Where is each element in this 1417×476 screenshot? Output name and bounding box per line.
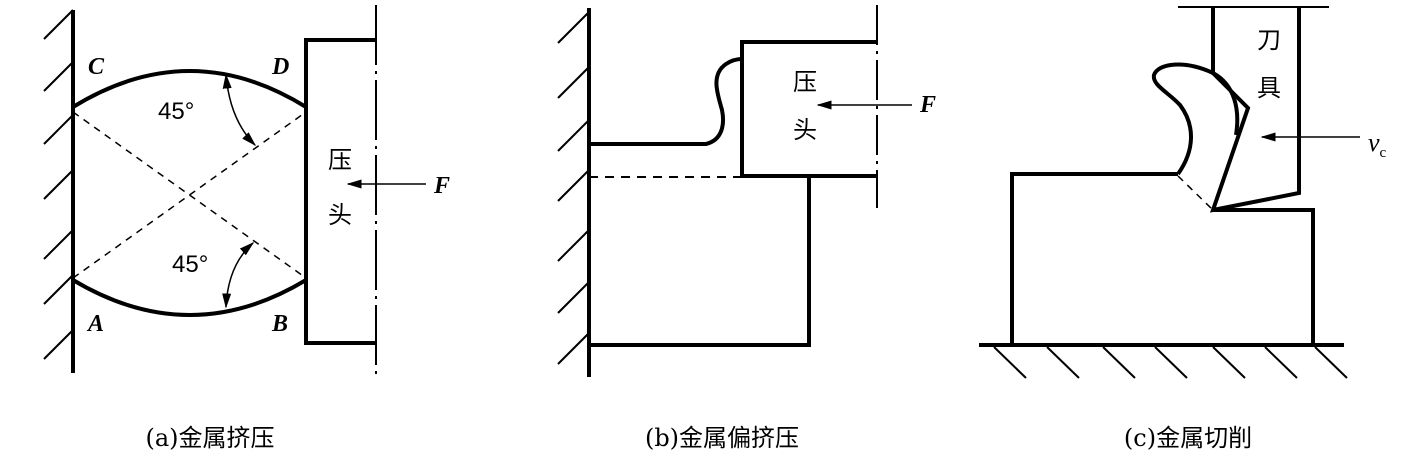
press-head bbox=[304, 38, 375, 345]
point-c-label: C bbox=[88, 54, 105, 80]
point-a-label: A bbox=[88, 311, 105, 337]
chip bbox=[1151, 62, 1240, 176]
caption-b: (b)金属偏挤压 bbox=[644, 424, 800, 452]
cutting-tool bbox=[1209, 8, 1301, 213]
slip-lines bbox=[72, 111, 307, 279]
tool-label-2: 具 bbox=[1257, 74, 1281, 102]
bulge-curve-cd bbox=[71, 69, 308, 109]
caption-a: (a)金属挤压 bbox=[145, 424, 275, 452]
angle-label-bottom: 45° bbox=[172, 251, 209, 278]
ground-hatching bbox=[993, 346, 1348, 379]
workpiece bbox=[1010, 172, 1315, 345]
angle-label-top: 45° bbox=[158, 98, 195, 125]
wall-hatching bbox=[557, 11, 590, 365]
press-label-1: 压 bbox=[793, 68, 817, 96]
force-label: F bbox=[434, 173, 451, 199]
point-d-label: D bbox=[272, 54, 290, 80]
velocity-symbol: v bbox=[1368, 128, 1380, 157]
press-label-2: 头 bbox=[793, 116, 817, 144]
press-label-2: 头 bbox=[328, 201, 352, 229]
point-b-label: B bbox=[272, 311, 289, 337]
force-label: F bbox=[920, 92, 937, 118]
angle-arc-top bbox=[222, 73, 257, 147]
panel-a-drawing bbox=[43, 5, 426, 380]
press-label-1: 压 bbox=[328, 146, 352, 174]
angle-arc-bottom bbox=[222, 242, 255, 309]
velocity-label: vc bbox=[1368, 130, 1386, 161]
tool-label-1: 刀 bbox=[1257, 26, 1281, 54]
shear-line bbox=[1177, 175, 1214, 211]
panel-b-drawing bbox=[557, 5, 912, 377]
velocity-subscript: c bbox=[1379, 145, 1387, 162]
workpiece bbox=[589, 176, 811, 347]
press-head bbox=[740, 40, 877, 178]
bulge-curve-ab bbox=[71, 278, 308, 317]
wall-hatching bbox=[43, 9, 74, 360]
caption-c: (c)金属切削 bbox=[1123, 424, 1253, 452]
extruded-flow bbox=[589, 57, 743, 146]
panel-c-drawing bbox=[979, 6, 1360, 379]
